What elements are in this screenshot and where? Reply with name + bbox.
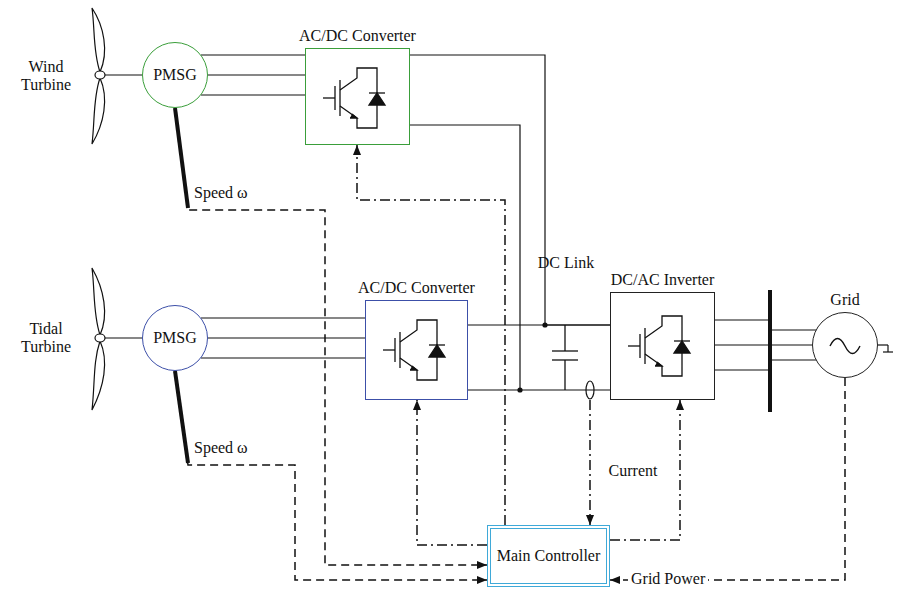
igbt-symbol [628,316,690,376]
signal-line [175,371,487,580]
current-sensor [586,381,594,399]
wind-turbine [92,8,142,144]
converter-box: AC/DC Converter [365,300,468,400]
node-heading: AC/DC Converter [352,279,482,297]
controller-box: Main Controller [487,525,610,587]
igbt-symbol [383,320,445,380]
node-label: PMSG [153,329,197,347]
signal-line [175,108,487,565]
power-wire [715,344,812,345]
generator-circle: PMSG [142,42,208,108]
part-label: Current [598,462,668,480]
power-wire [468,324,610,325]
three-phase-wires [201,55,816,370]
node-label: PMSG [153,66,197,84]
node-label: Main Controller [497,547,601,565]
igbt-symbol [323,68,385,128]
signal-label: Speed ω [194,439,248,457]
signal-line [417,400,487,545]
node-heading: Grid [830,291,859,309]
generator-circle: PMSG [142,305,208,371]
inverter-box: DC/AC Inverter [610,292,715,400]
signal-line [357,145,505,525]
part-label: DC Link [536,254,596,272]
node-heading: AC/DC Converter [293,27,423,45]
dc-link-capacitor [552,325,578,390]
signal-label: Grid Power [628,570,708,588]
current-signal [589,400,591,525]
part-label: Tidal Turbine [6,320,86,357]
ground-symbol [878,345,893,352]
converter-box: AC/DC Converter [305,48,410,145]
node-heading: DC/AC Inverter [598,271,728,289]
ac-source-symbol [830,339,860,354]
junction-dot [517,387,522,392]
bus-bar [768,290,772,412]
grid-source: Grid [812,312,878,378]
tidal-turbine [92,268,142,410]
power-wire [208,337,365,338]
power-wire [208,74,305,75]
part-label: Wind Turbine [6,58,86,95]
signal-label: Speed ω [194,184,248,202]
